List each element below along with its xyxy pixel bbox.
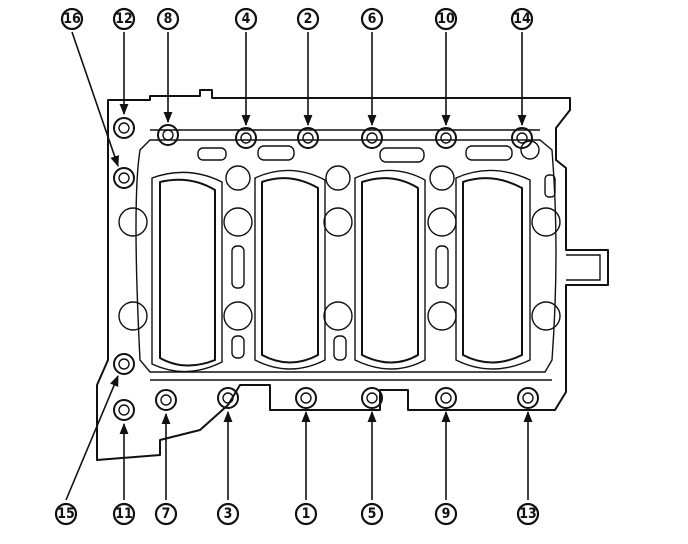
svg-text:12: 12 xyxy=(115,11,133,27)
block-outline xyxy=(96,89,609,461)
svg-text:7: 7 xyxy=(162,506,171,522)
leader-arrows xyxy=(65,31,533,501)
svg-text:8: 8 xyxy=(164,11,173,27)
bolt-label-6: 6 xyxy=(360,7,384,31)
bolt-label-11: 11 xyxy=(112,502,136,526)
svg-text:14: 14 xyxy=(513,11,531,27)
svg-text:11: 11 xyxy=(115,506,133,522)
svg-text:4: 4 xyxy=(242,11,251,27)
bolt-label-2: 2 xyxy=(296,7,320,31)
bolt-label-3: 3 xyxy=(216,502,240,526)
svg-text:16: 16 xyxy=(63,11,81,27)
bolt-label-16: 16 xyxy=(60,7,84,31)
svg-text:1: 1 xyxy=(302,506,311,522)
bolt-label-12: 12 xyxy=(112,7,136,31)
bolt-label-4: 4 xyxy=(234,7,258,31)
svg-text:2: 2 xyxy=(304,11,313,27)
coolant-holes xyxy=(118,140,561,361)
bolt-label-10: 10 xyxy=(434,7,458,31)
bottom-labels: 15 11 7 3 1 5 9 13 xyxy=(54,502,540,526)
bolt-label-1: 1 xyxy=(294,502,318,526)
svg-text:9: 9 xyxy=(442,506,451,522)
svg-text:3: 3 xyxy=(224,506,233,522)
svg-text:5: 5 xyxy=(368,506,377,522)
bolt-label-14: 14 xyxy=(510,7,534,31)
bolt-label-8: 8 xyxy=(156,7,180,31)
svg-text:10: 10 xyxy=(437,11,455,27)
top-labels: 16 12 8 4 2 6 10 14 xyxy=(60,7,534,31)
bolt-label-5: 5 xyxy=(360,502,384,526)
svg-text:15: 15 xyxy=(57,506,75,522)
svg-text:13: 13 xyxy=(519,506,537,522)
bolt-label-7: 7 xyxy=(154,502,178,526)
bolt-label-9: 9 xyxy=(434,502,458,526)
bolt-holes xyxy=(113,117,539,421)
bolt-label-13: 13 xyxy=(516,502,540,526)
bolt-label-15: 15 xyxy=(54,502,78,526)
svg-text:6: 6 xyxy=(368,11,377,27)
cylinder-bores xyxy=(151,169,531,373)
